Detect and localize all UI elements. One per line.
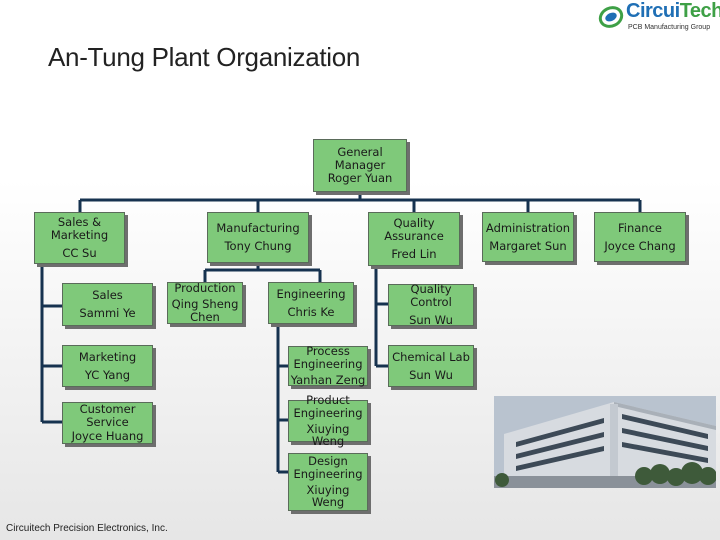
- connector-top-drops: [78, 200, 642, 212]
- process-engineering-name: Yanhan Zeng: [290, 372, 366, 387]
- quality-assurance-box[interactable]: Quality Assurance Fred Lin: [368, 212, 460, 266]
- quality-assurance-role: Quality Assurance: [384, 216, 444, 244]
- quality-assurance-name: Fred Lin: [391, 246, 437, 261]
- footer-company-name: Circuitech Precision Electronics, Inc.: [6, 523, 168, 534]
- quality-control-name: Sun Wu: [409, 312, 453, 327]
- logo-word-tech: Tech: [679, 0, 720, 22]
- customer-service-box[interactable]: Customer Service Joyce Huang: [62, 402, 153, 444]
- logo-tagline: PCB Manufacturing Group: [628, 24, 711, 31]
- product-engineering-box[interactable]: Product Engineering Xiuying Weng: [288, 393, 368, 448]
- process-engineering-role: Process Engineering: [293, 344, 363, 372]
- logo-wordmark: CircuiTech: [626, 0, 720, 23]
- manufacturing-box[interactable]: Manufacturing Tony Chung: [207, 212, 309, 263]
- marketing-box[interactable]: Marketing YC Yang: [62, 345, 153, 387]
- chemical-lab-box[interactable]: Chemical Lab Sun Wu: [388, 345, 474, 387]
- administration-name: Margaret Sun: [489, 238, 567, 253]
- design-engineering-name: Xiuying Weng: [306, 482, 350, 510]
- customer-service-name: Joyce Huang: [71, 429, 144, 444]
- circuitech-logo: CircuiTech PCB Manufacturing Group: [598, 0, 720, 36]
- connector-manufacturing-branch: [203, 263, 322, 282]
- process-engineering-box[interactable]: Process Engineering Yanhan Zeng: [288, 344, 368, 387]
- sales-box[interactable]: Sales Sammi Ye: [62, 283, 153, 326]
- manufacturing-name: Tony Chung: [224, 239, 292, 253]
- engineering-name: Chris Ke: [287, 304, 335, 319]
- sales-name: Sammi Ye: [79, 306, 136, 320]
- administration-role: Administration: [485, 220, 571, 235]
- design-engineering-box[interactable]: Design Engineering Xiuying Weng: [288, 453, 368, 511]
- chemical-lab-role: Chemical Lab: [392, 349, 470, 364]
- administration-box[interactable]: Administration Margaret Sun: [482, 212, 574, 262]
- quality-control-box[interactable]: Quality Control Sun Wu: [388, 282, 474, 327]
- factory-building-illustration: [494, 396, 716, 488]
- sales-marketing-box[interactable]: Sales & Marketing CC Su: [34, 212, 125, 264]
- finance-role: Finance: [618, 220, 662, 235]
- finance-box[interactable]: Finance Joyce Chang: [594, 212, 686, 262]
- finance-name: Joyce Chang: [604, 238, 676, 253]
- engineering-role: Engineering: [276, 286, 346, 301]
- logo-swirl-icon: [598, 6, 624, 28]
- sales-role: Sales: [92, 288, 123, 303]
- general-manager-name: Roger Yuan: [327, 170, 393, 185]
- production-box[interactable]: Production Qing Sheng Chen: [167, 282, 243, 324]
- product-engineering-role: Product Engineering: [293, 392, 363, 420]
- logo-word-circui: Circui: [626, 0, 680, 22]
- manufacturing-role: Manufacturing: [216, 221, 300, 236]
- product-engineering-name: Xiuying Weng: [306, 421, 350, 449]
- customer-service-role: Customer Service: [79, 401, 136, 429]
- chemical-lab-name: Sun Wu: [409, 367, 453, 382]
- quality-control-role: Quality Control: [410, 282, 452, 310]
- design-engineering-role: Design Engineering: [293, 453, 363, 481]
- connector-quality-branch: [374, 266, 388, 368]
- production-role: Production: [174, 281, 236, 296]
- engineering-box[interactable]: Engineering Chris Ke: [268, 282, 354, 324]
- general-manager-role: General Manager: [334, 145, 386, 173]
- connector-sales-branch: [40, 264, 62, 424]
- sales-marketing-role: Sales & Marketing: [50, 215, 109, 243]
- page-title: An-Tung Plant Organization: [48, 42, 361, 72]
- production-name: Qing Sheng Chen: [171, 297, 239, 324]
- general-manager-box[interactable]: General Manager Roger Yuan: [313, 139, 407, 192]
- sales-marketing-name: CC Su: [62, 245, 97, 260]
- connector-engineering-branch: [276, 324, 288, 474]
- marketing-name: YC Yang: [84, 367, 131, 382]
- factory-building-photo: [494, 396, 716, 488]
- marketing-role: Marketing: [78, 349, 137, 364]
